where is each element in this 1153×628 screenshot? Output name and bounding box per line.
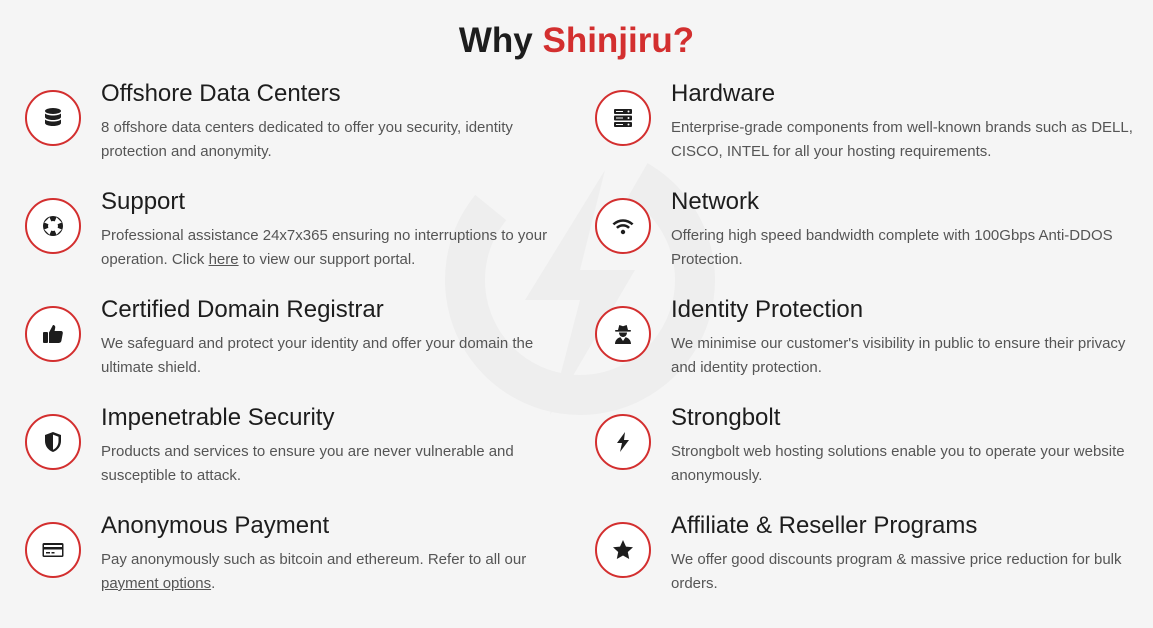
bolt-icon — [595, 414, 651, 470]
credit-card-icon — [25, 522, 81, 578]
user-secret-icon — [595, 306, 651, 362]
feature-description: Professional assistance 24x7x365 ensurin… — [101, 224, 571, 272]
feature-description: Offering high speed bandwidth complete w… — [671, 227, 1113, 268]
feature-title: Identity Protection — [671, 296, 864, 323]
title-prefix: Why — [458, 21, 533, 60]
feature-title: Network — [671, 188, 760, 215]
wifi-icon — [595, 198, 651, 254]
feature-affiliate-reseller-programs: Affiliate & Reseller Programs We offer g… — [595, 512, 1122, 622]
star-icon — [595, 522, 651, 578]
feature-title: Certified Domain Registrar — [101, 296, 384, 323]
feature-description: 8 offshore data centers dedicated to off… — [101, 119, 513, 160]
database-icon — [25, 90, 81, 146]
server-icon — [595, 90, 651, 146]
feature-hardware: Hardware Enterprise-grade components fro… — [595, 80, 1133, 190]
feature-title: Affiliate & Reseller Programs — [671, 512, 978, 539]
feature-description: We minimise our customer's visibility in… — [671, 335, 1126, 376]
feature-description: Pay anonymously such as bitcoin and ethe… — [101, 548, 571, 596]
description-text: to view our support portal. — [238, 251, 416, 268]
feature-title: Offshore Data Centers — [101, 80, 341, 107]
feature-description: Products and services to ensure you are … — [101, 443, 514, 484]
feature-title: Impenetrable Security — [101, 404, 335, 431]
page-title: Why Shinjiru? — [0, 20, 1153, 62]
feature-description: Strongbolt web hosting solutions enable … — [671, 443, 1125, 484]
feature-title: Strongbolt — [671, 404, 781, 431]
title-brand: Shinjiru? — [542, 21, 695, 60]
feature-network: Network Offering high speed bandwidth co… — [595, 188, 1113, 298]
description-text: Pay anonymously such as bitcoin and ethe… — [101, 551, 527, 568]
feature-description: We offer good discounts program & massiv… — [671, 551, 1122, 592]
feature-title: Anonymous Payment — [101, 512, 330, 539]
feature-strongbolt: Strongbolt Strongbolt web hosting soluti… — [595, 404, 1125, 514]
shield-icon — [25, 414, 81, 470]
feature-description: We safeguard and protect your identity a… — [101, 335, 534, 376]
feature-certified-domain-registrar: Certified Domain Registrar We safeguard … — [25, 296, 533, 406]
feature-offshore-data-centers: Offshore Data Centers 8 offshore data ce… — [25, 80, 513, 190]
feature-description: Enterprise-grade components from well-kn… — [671, 119, 1133, 160]
feature-title: Support — [101, 188, 186, 215]
description-text: Professional assistance 24x7x365 ensurin… — [101, 227, 548, 268]
payment-options-link[interactable]: payment options — [101, 575, 212, 592]
feature-identity-protection: Identity Protection We minimise our cust… — [595, 296, 1125, 406]
thumbs-up-icon — [25, 306, 81, 362]
feature-support: Support Professional assistance 24x7x365… — [25, 188, 547, 298]
feature-impenetrable-security: Impenetrable Security Products and servi… — [25, 404, 514, 514]
lifebuoy-icon — [25, 198, 81, 254]
feature-anonymous-payment: Anonymous Payment Pay anonymously such a… — [25, 512, 526, 622]
support-portal-link[interactable]: here — [208, 251, 239, 268]
description-text: . — [211, 575, 216, 592]
feature-title: Hardware — [671, 80, 776, 107]
